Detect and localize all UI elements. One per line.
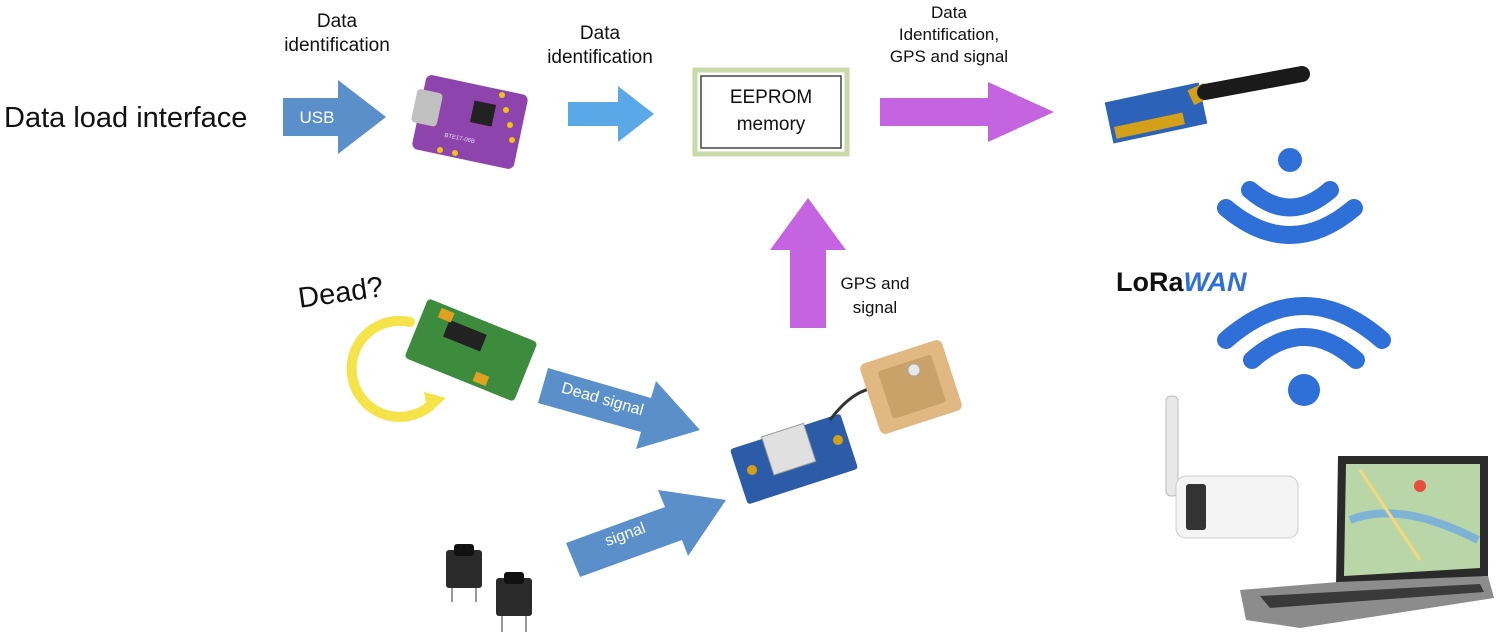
usb-c-board-icon bbox=[411, 75, 528, 169]
gps-module-icon bbox=[730, 386, 891, 504]
gps-up-arrow bbox=[770, 198, 846, 328]
push-button-icon-2 bbox=[496, 572, 532, 632]
data-identification-label-2: Data identification bbox=[520, 22, 680, 70]
gps-antenna-icon bbox=[860, 340, 962, 434]
usb-label: USB bbox=[299, 108, 335, 127]
data-identification-2-line1: Data bbox=[579, 23, 621, 44]
data-load-interface-label: Data load interface bbox=[4, 102, 248, 134]
laptop-map-icon bbox=[1240, 456, 1494, 628]
gps-signal-line2: signal bbox=[852, 298, 898, 317]
lorawan-logo: LoRaWAN bbox=[1116, 266, 1247, 298]
to-lora-arrow bbox=[880, 82, 1054, 142]
output-line1: Data bbox=[931, 3, 967, 22]
data-identification-2-line2: identification bbox=[547, 47, 653, 68]
data-identification-line1: Data bbox=[316, 11, 358, 32]
lora-gateway-icon bbox=[1165, 395, 1299, 539]
eeprom-box-inner bbox=[700, 75, 842, 149]
output-line3: GPS and signal bbox=[889, 47, 1009, 66]
data-identification-label-1: Data identification bbox=[252, 10, 422, 58]
output-label: Data Identification, GPS and signal bbox=[864, 2, 1034, 68]
lorawan-logo-lora: LoRa bbox=[1116, 267, 1184, 297]
lorawan-logo-wan: WAN bbox=[1183, 267, 1247, 297]
eeprom-line1: EEPROM bbox=[729, 87, 813, 108]
to-eeprom-arrow bbox=[568, 86, 654, 142]
usb-arrow bbox=[283, 80, 386, 154]
eeprom-label: EEPROM memory bbox=[701, 84, 841, 138]
output-line2: Identification, bbox=[898, 25, 1000, 44]
lora-radio-module-icon bbox=[1104, 66, 1310, 144]
dead-signal-arrow bbox=[538, 368, 700, 449]
push-button-icon-1 bbox=[446, 544, 482, 602]
heart-rate-sensor-icon bbox=[346, 299, 537, 422]
data-identification-line2: identification bbox=[284, 35, 390, 56]
eeprom-line2: memory bbox=[736, 114, 806, 135]
wounded-signal-arrow bbox=[566, 490, 726, 577]
gps-signal-label: GPS and signal bbox=[820, 272, 930, 320]
gps-signal-line1: GPS and bbox=[840, 274, 910, 293]
wifi-signal-icon-top bbox=[1217, 148, 1363, 244]
wifi-signal-icon-bottom bbox=[1217, 297, 1391, 406]
